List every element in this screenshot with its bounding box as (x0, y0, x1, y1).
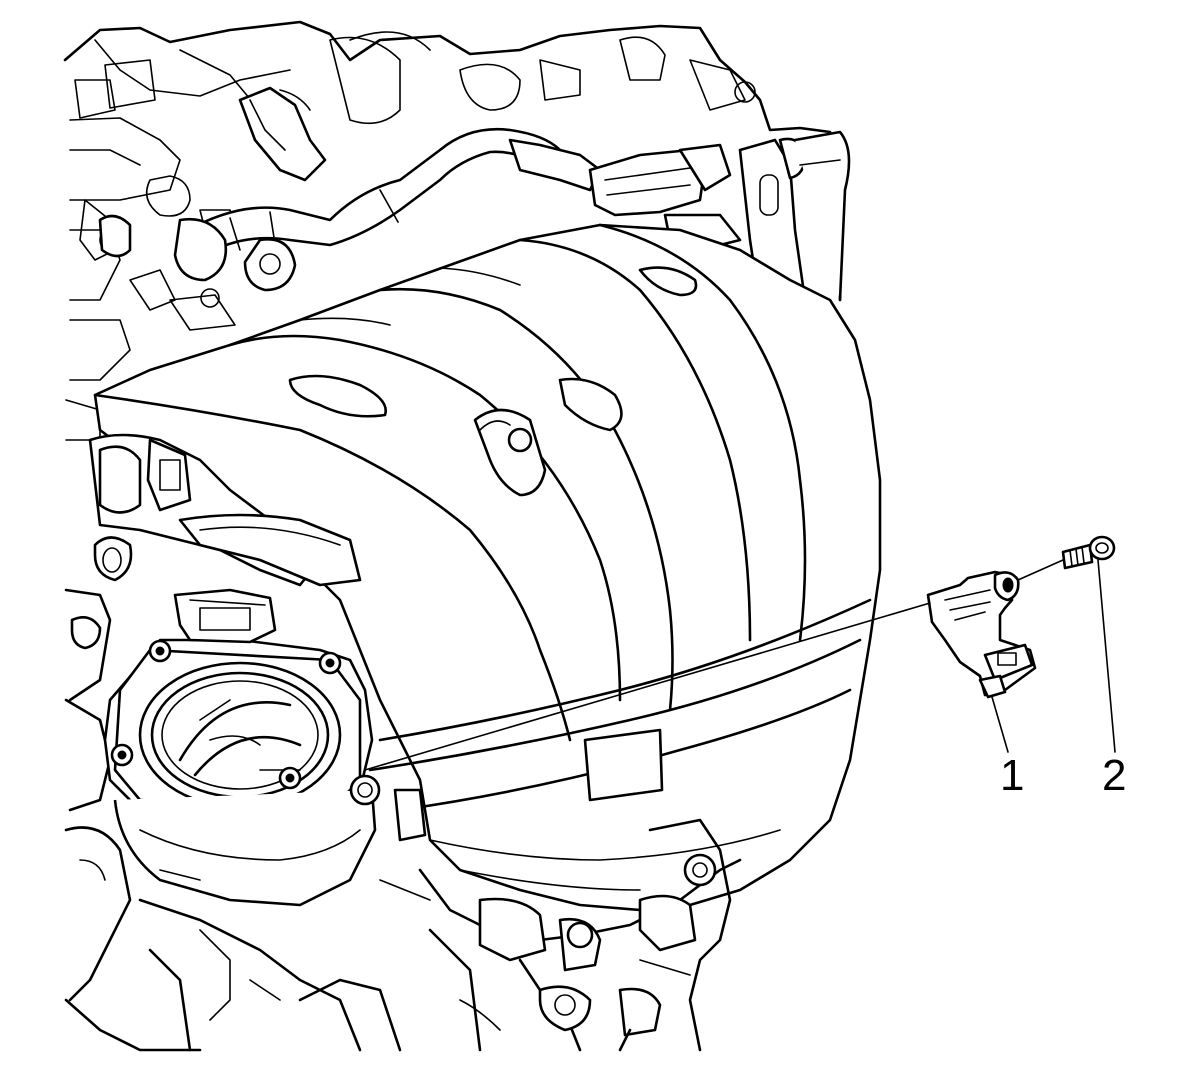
coolant-hose (98, 86, 602, 292)
engine-lower-block (64, 588, 402, 1052)
engine-lower-right (379, 818, 742, 1052)
callout-2-leader (1097, 559, 1116, 753)
manifold-runners-left (88, 433, 362, 587)
alignment-lines (364, 559, 1064, 771)
sensor-part (926, 570, 1037, 699)
top-right-connector (588, 143, 742, 252)
engine-upper-block (63, 20, 842, 441)
throttle-body (103, 588, 427, 907)
callout-1-label: 1 (1000, 751, 1024, 800)
bolt-part (1061, 535, 1116, 570)
callout-1-leader (991, 696, 1009, 753)
callout-2-label: 2 (1102, 751, 1126, 800)
intake-manifold (93, 223, 882, 912)
